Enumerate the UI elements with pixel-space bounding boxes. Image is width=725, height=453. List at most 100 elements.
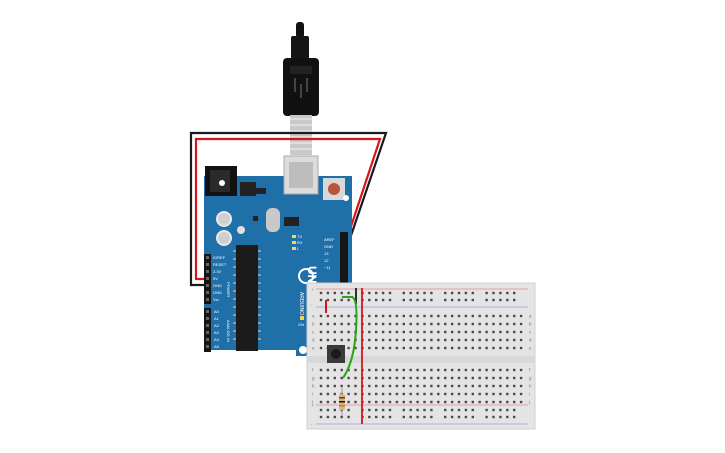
breadboard-hole[interactable] — [368, 392, 371, 396]
breadboard-hole[interactable] — [340, 338, 343, 342]
breadboard-hole[interactable] — [326, 376, 330, 380]
breadboard-hole[interactable] — [471, 322, 474, 326]
breadboard-hole[interactable] — [464, 298, 468, 302]
breadboard-hole[interactable] — [450, 368, 454, 372]
breadboard-hole[interactable] — [450, 322, 454, 326]
breadboard-hole[interactable] — [333, 392, 336, 396]
breadboard-hole[interactable] — [340, 330, 343, 334]
breadboard-hole[interactable] — [499, 376, 502, 380]
breadboard-hole[interactable] — [478, 338, 481, 342]
breadboard-hole[interactable] — [506, 291, 509, 295]
breadboard-hole[interactable] — [492, 330, 495, 334]
breadboard-hole[interactable] — [395, 322, 399, 326]
breadboard-hole[interactable] — [471, 314, 474, 318]
breadboard-hole[interactable] — [354, 368, 357, 372]
breadboard-hole[interactable] — [368, 314, 371, 318]
breadboard-hole[interactable] — [430, 330, 433, 334]
breadboard-hole[interactable] — [388, 384, 392, 388]
breadboard-hole[interactable] — [464, 338, 468, 342]
breadboard-hole[interactable] — [457, 408, 461, 412]
breadboard-hole[interactable] — [340, 415, 343, 419]
breadboard-hole[interactable] — [485, 298, 488, 302]
breadboard-hole[interactable] — [430, 346, 433, 350]
breadboard-hole[interactable] — [450, 376, 454, 380]
breadboard-hole[interactable] — [375, 384, 378, 388]
breadboard-hole[interactable] — [368, 338, 371, 342]
breadboard-hole[interactable] — [478, 314, 481, 318]
breadboard-hole[interactable] — [430, 322, 433, 326]
breadboard-hole[interactable] — [375, 415, 378, 419]
breadboard-hole[interactable] — [444, 368, 447, 372]
breadboard-hole[interactable] — [444, 298, 447, 302]
breadboard-hole[interactable] — [319, 322, 323, 326]
breadboard-hole[interactable] — [326, 400, 330, 404]
breadboard-hole[interactable] — [464, 314, 468, 318]
breadboard-hole[interactable] — [513, 408, 516, 412]
breadboard-hole[interactable] — [457, 400, 461, 404]
breadboard-hole[interactable] — [368, 330, 371, 334]
breadboard-hole[interactable] — [402, 298, 405, 302]
breadboard-hole[interactable] — [326, 408, 330, 412]
breadboard-hole[interactable] — [471, 415, 474, 419]
breadboard-hole[interactable] — [519, 368, 523, 372]
breadboard-hole[interactable] — [423, 392, 426, 396]
breadboard-hole[interactable] — [485, 330, 488, 334]
breadboard-hole[interactable] — [471, 330, 474, 334]
breadboard-hole[interactable] — [506, 376, 509, 380]
breadboard-hole[interactable] — [409, 384, 412, 388]
breadboard-hole[interactable] — [457, 368, 461, 372]
breadboard-hole[interactable] — [347, 408, 350, 412]
breadboard-hole[interactable] — [471, 392, 474, 396]
breadboard-hole[interactable] — [416, 338, 419, 342]
breadboard-hole[interactable] — [319, 368, 323, 372]
breadboard-hole[interactable] — [444, 400, 447, 404]
breadboard-hole[interactable] — [464, 415, 468, 419]
breadboard-hole[interactable] — [519, 346, 523, 350]
breadboard-hole[interactable] — [402, 408, 405, 412]
breadboard-hole[interactable] — [409, 298, 412, 302]
breadboard-hole[interactable] — [409, 376, 412, 380]
breadboard-hole[interactable] — [513, 322, 516, 326]
breadboard-hole[interactable] — [437, 346, 440, 350]
breadboard-hole[interactable] — [485, 400, 488, 404]
breadboard-hole[interactable] — [347, 415, 350, 419]
breadboard-hole[interactable] — [478, 392, 481, 396]
breadboard-hole[interactable] — [423, 400, 426, 404]
breadboard-hole[interactable] — [437, 330, 440, 334]
breadboard-hole[interactable] — [423, 408, 426, 412]
breadboard-hole[interactable] — [368, 368, 371, 372]
breadboard-hole[interactable] — [326, 392, 330, 396]
breadboard-hole[interactable] — [464, 330, 468, 334]
breadboard-hole[interactable] — [340, 376, 343, 380]
breadboard-hole[interactable] — [326, 314, 330, 318]
breadboard-hole[interactable] — [450, 314, 454, 318]
breadboard-hole[interactable] — [368, 322, 371, 326]
breadboard-hole[interactable] — [326, 368, 330, 372]
breadboard-hole[interactable] — [381, 338, 385, 342]
breadboard-hole[interactable] — [381, 392, 385, 396]
breadboard-hole[interactable] — [340, 368, 343, 372]
breadboard-hole[interactable] — [430, 291, 433, 295]
breadboard-hole[interactable] — [409, 330, 412, 334]
breadboard-hole[interactable] — [388, 392, 392, 396]
breadboard-hole[interactable] — [375, 298, 378, 302]
breadboard-hole[interactable] — [430, 384, 433, 388]
breadboard-hole[interactable] — [519, 314, 523, 318]
breadboard-hole[interactable] — [319, 298, 323, 302]
breadboard-hole[interactable] — [457, 384, 461, 388]
breadboard-hole[interactable] — [375, 392, 378, 396]
breadboard-hole[interactable] — [450, 298, 454, 302]
resistor[interactable] — [339, 388, 345, 416]
breadboard-hole[interactable] — [368, 298, 371, 302]
breadboard-hole[interactable] — [485, 392, 488, 396]
breadboard-hole[interactable] — [416, 291, 419, 295]
breadboard-hole[interactable] — [457, 376, 461, 380]
breadboard-hole[interactable] — [381, 408, 385, 412]
breadboard-hole[interactable] — [375, 330, 378, 334]
breadboard-hole[interactable] — [492, 291, 495, 295]
breadboard-hole[interactable] — [513, 392, 516, 396]
breadboard-hole[interactable] — [506, 400, 509, 404]
breadboard-hole[interactable] — [402, 376, 405, 380]
breadboard-hole[interactable] — [347, 392, 350, 396]
breadboard-hole[interactable] — [492, 392, 495, 396]
